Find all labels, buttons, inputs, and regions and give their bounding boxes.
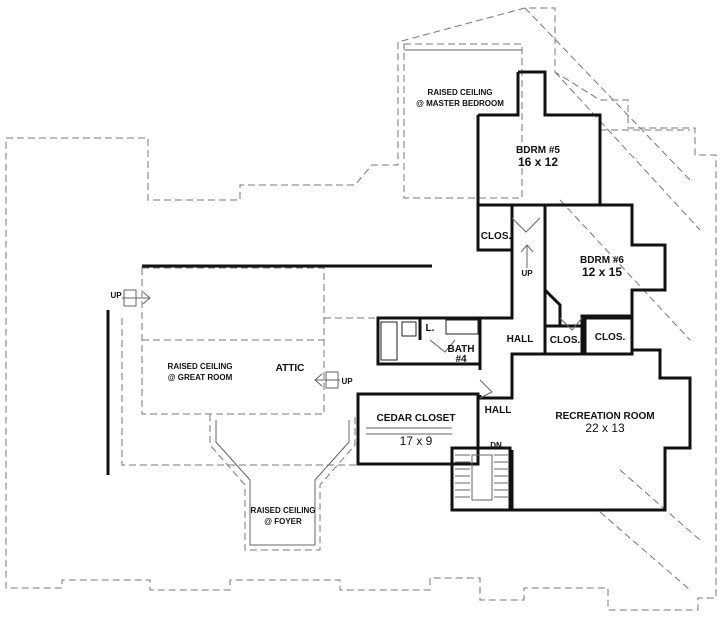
bdrm5-name: BDRM #5: [516, 145, 560, 156]
closet-a: [476, 203, 514, 252]
up-hall-label: UP: [521, 269, 533, 278]
stair-well: [450, 446, 512, 512]
roof-diagonal-3: [559, 129, 691, 341]
roof-diagonal-1: [524, 7, 691, 181]
stair-mini-attic: [325, 371, 339, 389]
bath-room: [376, 316, 482, 366]
bdrm6-name: BDRM #6: [580, 255, 624, 266]
raised-master-label-1: RAISED CEILING: [428, 88, 493, 97]
raised-great-label-1: RAISED CEILING: [168, 362, 233, 371]
bdrm6-walls: [543, 203, 667, 326]
sink-counter: [445, 319, 479, 335]
closet-b-label: CLOS.: [550, 335, 581, 346]
bdrm5-size: 16 x 12: [518, 155, 558, 169]
toilet: [401, 321, 417, 337]
linen-label: L.: [426, 323, 435, 334]
door-swing-bdrm5: [511, 217, 541, 233]
raised-great-label-2: @ GREAT ROOM: [168, 373, 233, 382]
roof-outline: [5, 7, 717, 611]
attic-outline: [121, 317, 378, 466]
door-swing-bdrm6: [559, 317, 583, 331]
bath-name: BATH: [447, 344, 474, 355]
closet-a-label: CLOS.: [481, 231, 512, 242]
door-swing-bath: [429, 339, 456, 353]
foyer-outline: [209, 414, 356, 551]
cedar-size: 17 x 9: [400, 434, 433, 448]
attic-label: ATTIC: [276, 363, 305, 374]
hall-upper-label: HALL: [507, 334, 534, 345]
down-stair-label: DN: [490, 441, 502, 450]
raised-master-label-2: @ MASTER BEDROOM: [416, 99, 504, 108]
foyer-inner: [215, 420, 350, 546]
up-attic-label: UP: [341, 377, 353, 386]
recreation-walls: [510, 348, 692, 512]
up-arrow-hall: [520, 244, 534, 268]
raised-foyer-label-2: @ FOYER: [264, 517, 302, 526]
cedar-closet-room: [356, 392, 480, 466]
attic-box: [141, 267, 325, 415]
door-swing-hall: [479, 379, 493, 399]
tub: [380, 321, 398, 361]
recreation-size: 22 x 13: [585, 421, 625, 435]
roof-diagonal-4: [599, 469, 701, 591]
up-arrow-attic: [314, 373, 340, 387]
up-left-label: UP: [110, 291, 122, 300]
bath-number: #4: [455, 354, 467, 365]
roof-diagonal-2: [554, 71, 701, 231]
stair-mini-left: [123, 289, 137, 307]
closet-c-label: CLOS.: [595, 332, 626, 343]
stair-core: [471, 454, 493, 501]
raised-foyer-label-1: RAISED CEILING: [251, 506, 316, 515]
stair-treads: [455, 454, 508, 498]
cedar-name: CEDAR CLOSET: [377, 413, 456, 424]
recreation-name: RECREATION ROOM: [555, 411, 654, 422]
raised-ceiling-master-box: [403, 43, 523, 199]
bdrm6-size: 12 x 15: [582, 265, 622, 279]
hall-lower-label: HALL: [485, 405, 512, 416]
